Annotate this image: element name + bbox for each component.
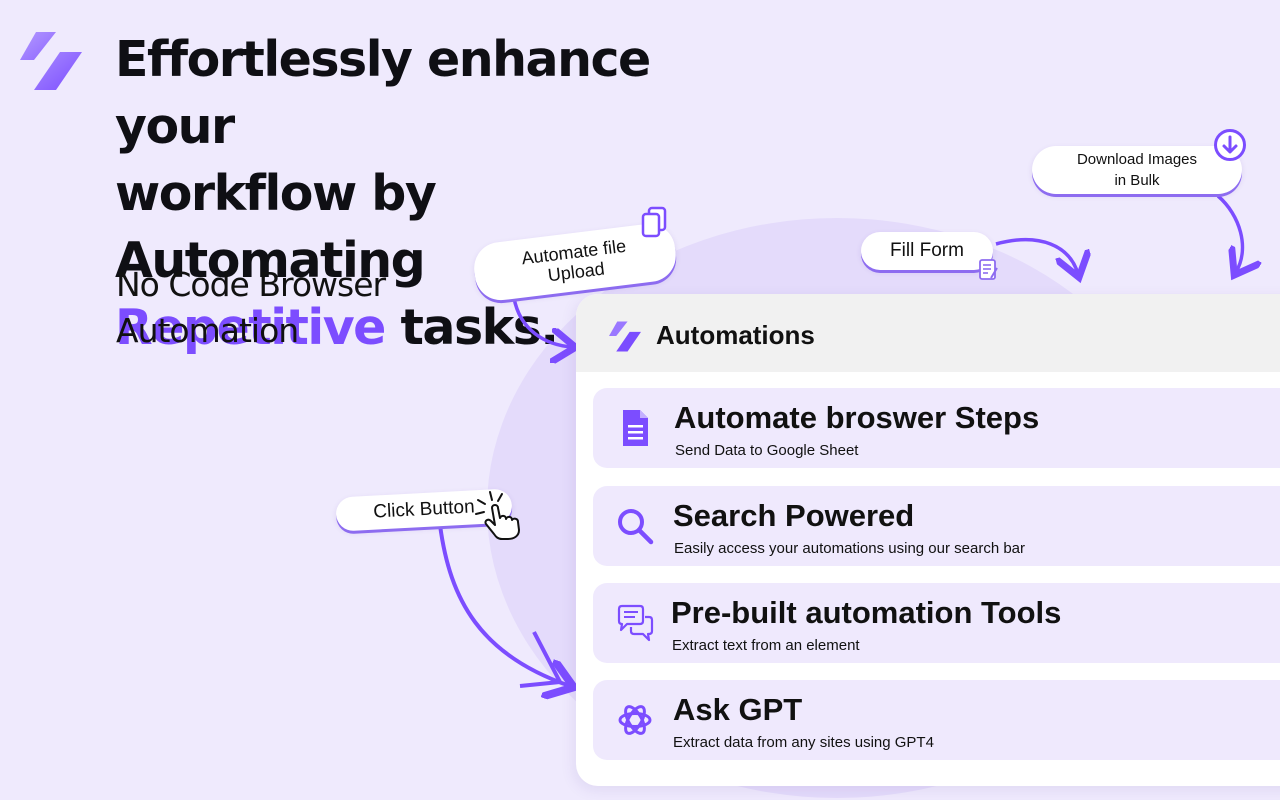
chat-bubbles-icon bbox=[617, 604, 654, 642]
automation-card-prebuilt-tools[interactable]: Pre-built automation Tools Extract text … bbox=[593, 583, 1280, 663]
hero-headline: Effortlessly enhance your workflow by Au… bbox=[115, 26, 755, 361]
download-arrow bbox=[1216, 194, 1242, 272]
card-description: Easily access your automations using our… bbox=[674, 540, 1026, 557]
card-title: Automate broswer Steps bbox=[674, 400, 1040, 435]
form-edit-icon bbox=[979, 259, 998, 280]
card-description: Extract text from an element bbox=[672, 637, 860, 654]
search-icon bbox=[618, 509, 654, 545]
subtitle-line-1: No Code Browser bbox=[116, 265, 386, 304]
openai-icon bbox=[618, 705, 652, 735]
card-title: Ask GPT bbox=[673, 692, 803, 727]
hero-subtitle: No Code Browser Automation bbox=[116, 262, 436, 354]
brand-logo-icon bbox=[20, 32, 82, 90]
automation-card-browser-steps[interactable]: Automate broswer Steps Send Data to Goog… bbox=[593, 388, 1280, 468]
panel-title: Automations bbox=[656, 320, 815, 350]
automation-card-search[interactable]: Search Powered Easily access your automa… bbox=[593, 486, 1280, 566]
card-title: Pre-built automation Tools bbox=[671, 595, 1062, 630]
callout-fill-form-text: Fill Form bbox=[890, 240, 964, 261]
callout-click-button-text: Click Button bbox=[372, 496, 476, 523]
callout-download-line-1: Download Images bbox=[1076, 151, 1198, 168]
copy-files-icon bbox=[641, 206, 667, 238]
hand-pointer-icon bbox=[475, 491, 520, 540]
document-icon bbox=[623, 410, 648, 446]
panel-logo-icon bbox=[609, 321, 641, 352]
card-description: Send Data to Google Sheet bbox=[675, 442, 859, 459]
subtitle-line-2: Automation bbox=[116, 311, 299, 350]
card-description: Extract data from any sites using GPT4 bbox=[673, 734, 934, 751]
callout-download-line-2: in Bulk bbox=[1114, 172, 1160, 189]
download-icon bbox=[1214, 129, 1246, 161]
headline-line-2: workflow by Automating bbox=[115, 165, 437, 289]
headline-line-1: Effortlessly enhance your bbox=[115, 31, 651, 155]
automation-card-ask-gpt[interactable]: Ask GPT Extract data from any sites usin… bbox=[593, 680, 1280, 760]
card-title: Search Powered bbox=[673, 498, 915, 533]
callout-fill-form: Fill Form bbox=[861, 232, 993, 270]
panel-header: Automations bbox=[576, 294, 1280, 372]
automations-panel: Automations Automate broswer Steps Send … bbox=[576, 294, 1280, 786]
headline-accent-word: Repetitive bbox=[115, 299, 386, 356]
callout-download-images: Download Images in Bulk bbox=[1032, 146, 1242, 194]
